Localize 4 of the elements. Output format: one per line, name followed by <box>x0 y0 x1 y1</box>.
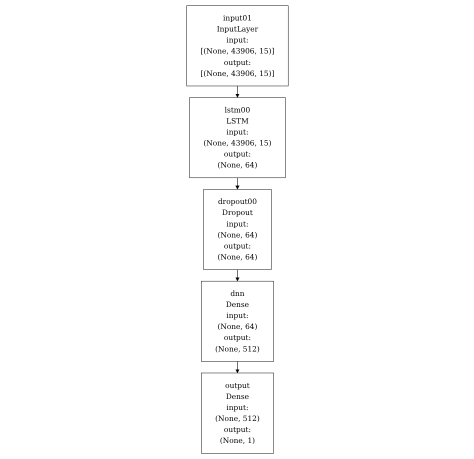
arrow <box>234 269 240 282</box>
arrow <box>234 361 240 374</box>
arrow <box>234 178 240 190</box>
arrow <box>234 86 240 98</box>
